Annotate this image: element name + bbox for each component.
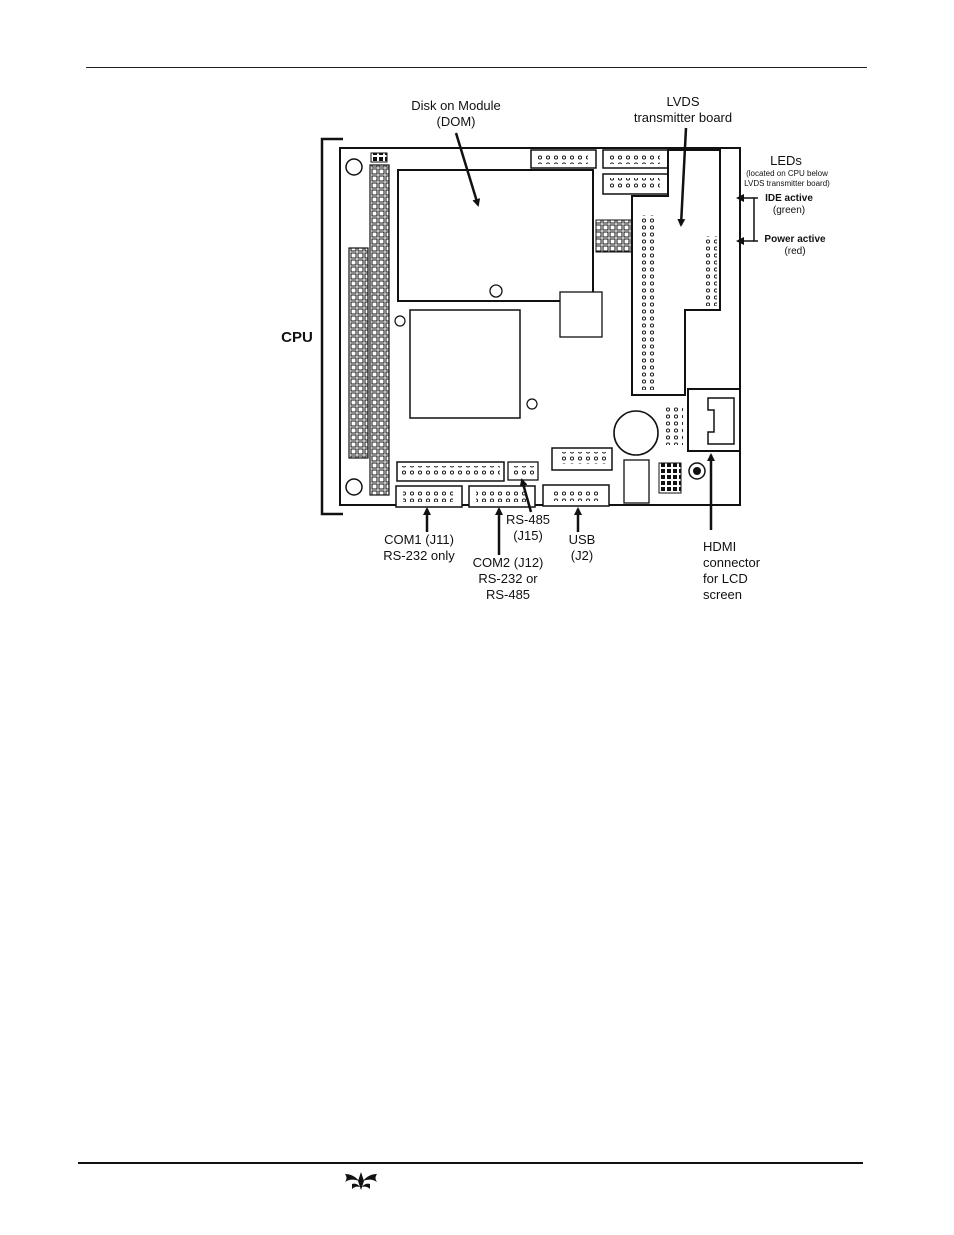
power-active-label: Power active xyxy=(764,234,826,245)
power-active-color: (red) xyxy=(784,246,805,257)
pin-cluster xyxy=(596,220,632,252)
com1-label-line2: RS-232 only xyxy=(383,548,455,563)
dom-label-line1: Disk on Module xyxy=(411,98,501,113)
hdmi-label-line3: for LCD xyxy=(703,571,748,586)
leds-note-line2: LVDS transmitter board) xyxy=(744,179,830,188)
jumper-header xyxy=(371,153,387,162)
led-pin-row xyxy=(703,236,717,306)
hdmi-label-line2: connector xyxy=(703,555,761,570)
com2-label-line2: RS-232 or xyxy=(478,571,538,586)
mounting-hole xyxy=(346,479,362,495)
ide-active-label: IDE active xyxy=(765,193,813,204)
teledyne-logo-icon xyxy=(343,1170,379,1192)
hdmi-label-line1: HDMI xyxy=(703,539,736,554)
com2-label-line1: COM2 (J12) xyxy=(473,555,544,570)
rs485-label-line2: (J15) xyxy=(513,528,543,543)
mounting-hole xyxy=(346,159,362,175)
hdmi-label-line4: screen xyxy=(703,587,742,602)
lvds-label-line1: LVDS xyxy=(667,94,700,109)
lvds-label-line2: transmitter board xyxy=(634,110,732,125)
dom-module xyxy=(398,170,593,301)
usb-label-line2: (J2) xyxy=(571,548,593,563)
com1-label-line1: COM1 (J11) xyxy=(384,532,454,547)
com2-label-line3: RS-485 xyxy=(486,587,530,602)
dom-label-line2: (DOM) xyxy=(437,114,476,129)
cpu-chip xyxy=(410,310,520,418)
footer-rule xyxy=(78,1162,863,1164)
pc104-header-outer xyxy=(349,248,368,458)
leds-note-line1: (located on CPU below xyxy=(746,169,828,178)
battery xyxy=(614,411,658,455)
cpu-label: CPU xyxy=(281,329,313,346)
ide-active-color: (green) xyxy=(773,205,805,216)
usb-label-line1: USB xyxy=(569,532,596,547)
lvds-pin-row xyxy=(642,215,654,390)
pc104-header-inner xyxy=(370,165,389,495)
rs485-label-line1: RS-485 xyxy=(506,512,550,527)
leds-title: LEDs xyxy=(770,153,802,168)
